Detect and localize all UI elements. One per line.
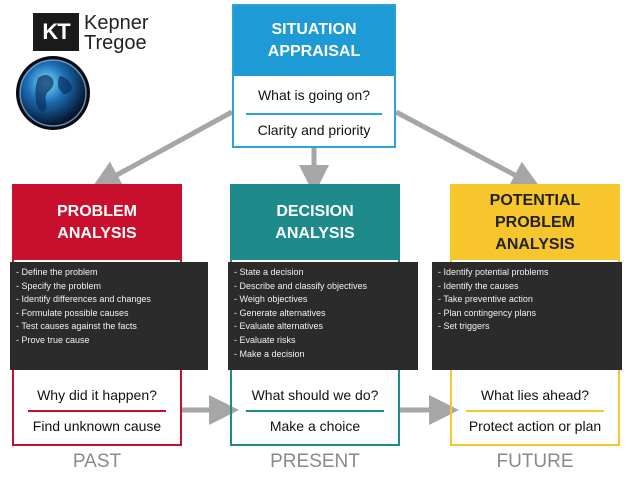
list-item: - Identify potential problems (438, 267, 549, 277)
list-item: - Define the problem (16, 267, 98, 277)
globe-icon (16, 56, 90, 130)
decision-title-line2: ANALYSIS (275, 225, 355, 242)
problem-steps-panel: - Define the problem - Specify the probl… (10, 262, 208, 370)
list-item: - Test causes against the facts (16, 321, 137, 332)
list-item: - Prove true cause (16, 334, 90, 345)
decision-title-line1: DECISION (276, 203, 354, 220)
problem-divider (28, 410, 166, 412)
potential-question: What lies ahead? (480, 387, 590, 403)
list-item: - Formulate possible causes (16, 307, 129, 318)
list-item: - State a decision (234, 267, 304, 277)
problem-analysis-title: PROBLEM ANALYSIS (14, 186, 180, 260)
list-item: - Generate alternatives (234, 307, 326, 318)
kt-logo-mark: KT (33, 13, 79, 51)
potential-title-line3: ANALYSIS (495, 236, 575, 253)
logo-word-line1: Kepner (84, 12, 149, 34)
list-item: - Evaluate alternatives (234, 321, 324, 332)
logo-word-line2: Tregoe (84, 32, 147, 54)
problem-title-line2: ANALYSIS (57, 225, 137, 242)
situation-divider (246, 113, 382, 115)
time-label-past: PAST (72, 451, 122, 472)
list-item: - Plan contingency plans (438, 307, 537, 318)
time-label-future: FUTURE (496, 451, 574, 472)
time-label-present: PRESENT (270, 451, 360, 472)
situation-title-line2: APPRAISAL (267, 43, 361, 60)
potential-divider (466, 410, 604, 412)
situation-title-line1: SITUATION (271, 21, 357, 38)
decision-divider (246, 410, 384, 412)
situation-answer: Clarity and priority (257, 122, 371, 138)
arrow-to-problem (90, 109, 234, 190)
potential-problem-analysis-title: POTENTIAL PROBLEM ANALYSIS (452, 186, 618, 260)
list-item: - Identify the causes (438, 280, 519, 291)
list-item: - Make a decision (234, 348, 305, 359)
kt-logo-wordmark: Kepner Tregoe (84, 13, 149, 53)
potential-title-line1: POTENTIAL (489, 192, 581, 209)
arrow-to-potential (394, 109, 542, 190)
potential-steps-panel: - Identify potential problems - Identify… (432, 262, 622, 370)
situation-appraisal-title: SITUATION APPRAISAL (234, 6, 394, 76)
list-item: - Describe and classify objectives (234, 280, 368, 291)
decision-steps-panel: - State a decision - Describe and classi… (228, 262, 418, 370)
situation-question: What is going on? (257, 87, 371, 103)
list-item: - Set triggers (438, 321, 490, 332)
problem-title-line1: PROBLEM (57, 203, 137, 220)
list-item: - Take preventive action (438, 294, 533, 305)
list-item: - Evaluate risks (234, 334, 296, 345)
problem-answer: Find unknown cause (32, 418, 162, 434)
decision-question: What should we do? (251, 387, 379, 403)
list-item: - Identify differences and changes (16, 294, 151, 305)
list-item: - Specify the problem (16, 280, 102, 291)
problem-question: Why did it happen? (37, 387, 157, 403)
decision-answer: Make a choice (269, 418, 361, 434)
decision-analysis-title: DECISION ANALYSIS (232, 186, 398, 260)
potential-title-line2: PROBLEM (494, 214, 575, 231)
list-item: - Weigh objectives (234, 294, 308, 305)
potential-answer: Protect action or plan (468, 418, 602, 434)
